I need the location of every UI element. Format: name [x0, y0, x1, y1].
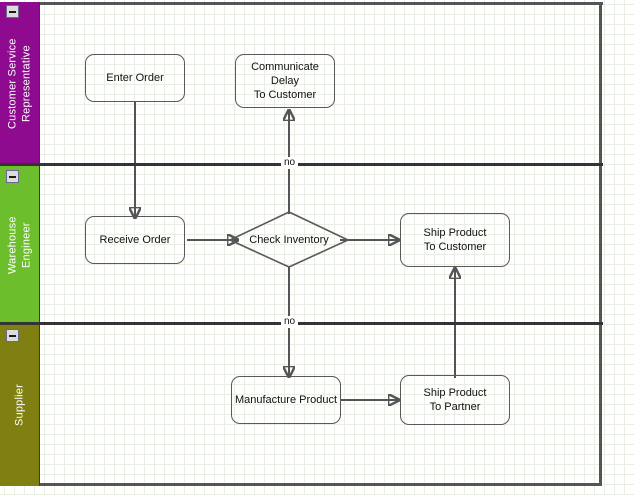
minus-icon — [9, 10, 16, 13]
pool-border — [0, 2, 602, 486]
node-manufacture-product[interactable]: Manufacture Product — [231, 376, 341, 424]
node-check-inventory[interactable]: Check Inventory — [228, 211, 350, 268]
node-label-ship-product-to-partner: Ship Product To Partner — [423, 387, 487, 413]
node-label-receive-order: Receive Order — [99, 234, 171, 246]
minus-icon — [9, 175, 16, 178]
lane-label-customer-service-representative: Customer Service Representative — [6, 38, 33, 130]
minus-icon — [9, 334, 16, 337]
lane-collapse-supplier[interactable] — [6, 329, 19, 342]
node-label-enter-order: Enter Order — [106, 72, 164, 84]
lane-supplier[interactable]: Supplier — [0, 325, 40, 486]
node-label-ship-product-to-customer: Ship Product To Customer — [423, 227, 487, 253]
node-enter-order[interactable]: Enter Order — [85, 54, 185, 102]
node-ship-product-to-customer[interactable]: Ship Product To Customer — [400, 213, 510, 267]
node-label-manufacture-product: Manufacture Product — [234, 394, 338, 406]
node-label-communicate-delay-to-customer: Communicate Delay To Customer — [251, 61, 319, 101]
lane-warehouse-engineer[interactable]: Warehouse Engineer — [0, 166, 40, 325]
lane-customer-service-representative[interactable]: Customer Service Representative — [0, 2, 40, 166]
node-communicate-delay-to-customer[interactable]: Communicate Delay To Customer — [235, 54, 335, 108]
edge-label-lower-no: no — [281, 316, 299, 328]
lane-collapse-customer-service-representative[interactable] — [6, 5, 19, 18]
node-receive-order[interactable]: Receive Order — [85, 216, 185, 264]
node-ship-product-to-partner[interactable]: Ship Product To Partner — [400, 375, 510, 425]
lane-divider-lower — [0, 322, 603, 325]
lane-label-warehouse-engineer: Warehouse Engineer — [6, 216, 33, 275]
edge-label-upper-no: no — [281, 157, 299, 169]
pool-top-edge — [40, 2, 603, 5]
lane-collapse-warehouse-engineer[interactable] — [6, 170, 19, 183]
lane-label-supplier: Supplier — [13, 384, 26, 427]
node-label-check-inventory: Check Inventory — [249, 234, 329, 246]
lane-divider-upper — [0, 163, 603, 166]
